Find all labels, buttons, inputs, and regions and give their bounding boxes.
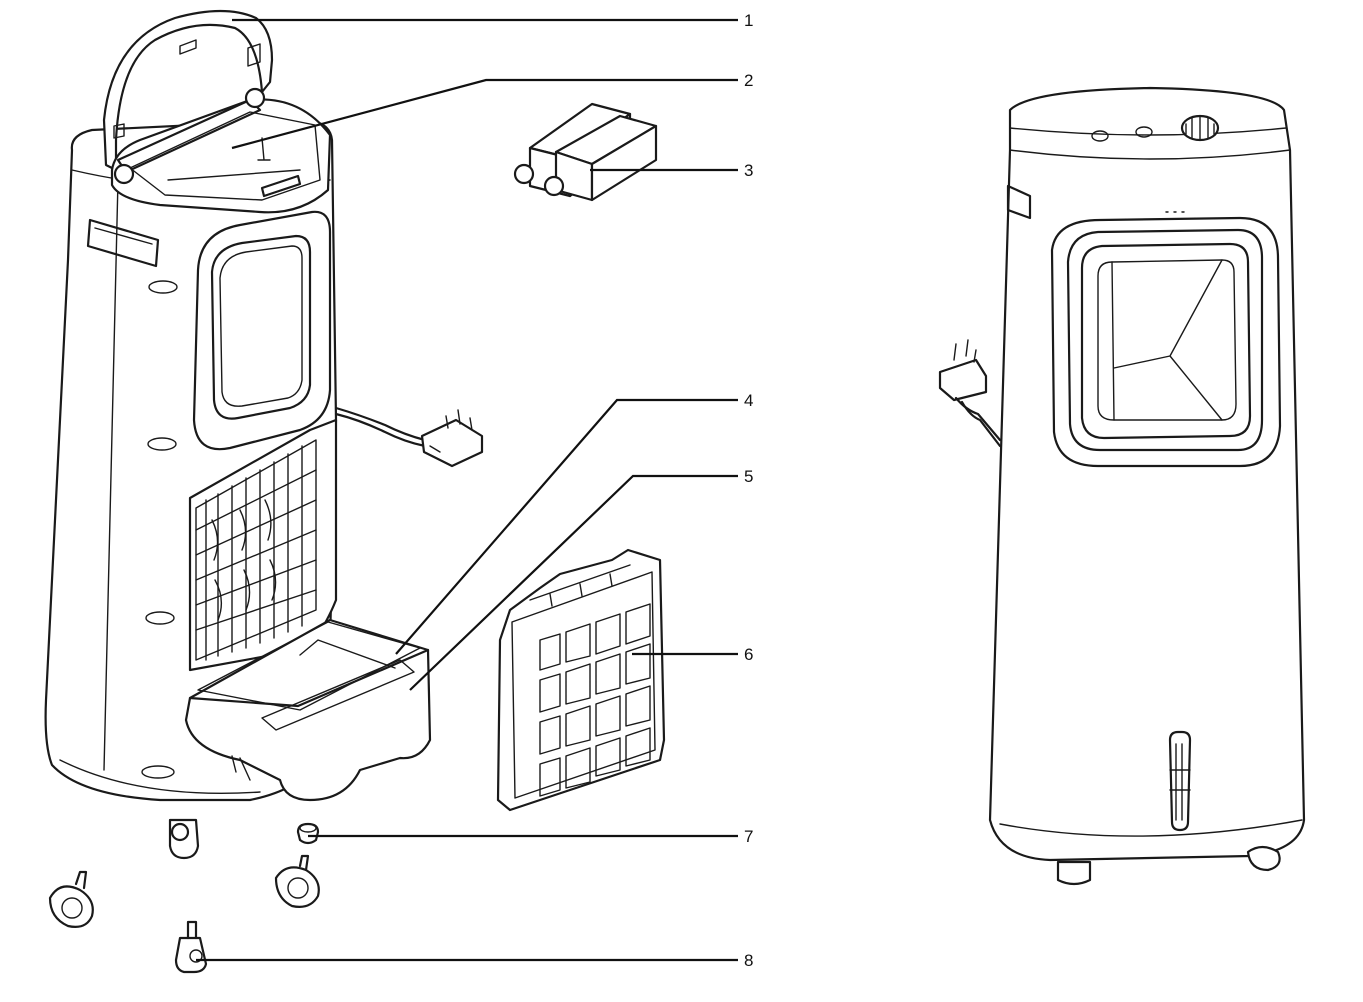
power-cord xyxy=(334,406,484,468)
callout-6: 6 xyxy=(744,645,753,664)
filter-cells xyxy=(539,603,651,797)
callout-5: 5 xyxy=(744,467,753,486)
cooling-filter xyxy=(496,548,666,812)
leader-line-5 xyxy=(409,474,738,691)
caster-brake xyxy=(174,920,208,974)
assembled-wheels xyxy=(1056,845,1281,886)
assembled-view xyxy=(938,86,1306,886)
callout-1: 1 xyxy=(744,11,753,30)
exploded-view xyxy=(44,9,666,974)
water-tray xyxy=(184,618,432,802)
callout-8: 8 xyxy=(744,951,753,970)
callout-7: 7 xyxy=(744,827,753,846)
leader-line-2 xyxy=(231,78,738,150)
front-window xyxy=(1050,216,1282,468)
side-cord-plug xyxy=(938,339,1002,448)
ice-packs xyxy=(513,102,658,202)
callout-labels: 1 2 3 4 5 6 7 8 xyxy=(744,11,753,970)
top-lid xyxy=(102,9,274,172)
water-tank-top xyxy=(110,87,332,214)
callout-4: 4 xyxy=(744,391,753,410)
callout-2: 2 xyxy=(744,71,753,90)
caster-wheels xyxy=(48,818,320,928)
callout-3: 3 xyxy=(744,161,753,180)
leader-line-4 xyxy=(395,398,738,655)
level-indicator xyxy=(1168,730,1192,832)
control-knob xyxy=(1091,114,1220,142)
leader-lines xyxy=(196,18,738,962)
fixed-foot xyxy=(296,822,320,845)
water-level-window xyxy=(192,210,332,451)
